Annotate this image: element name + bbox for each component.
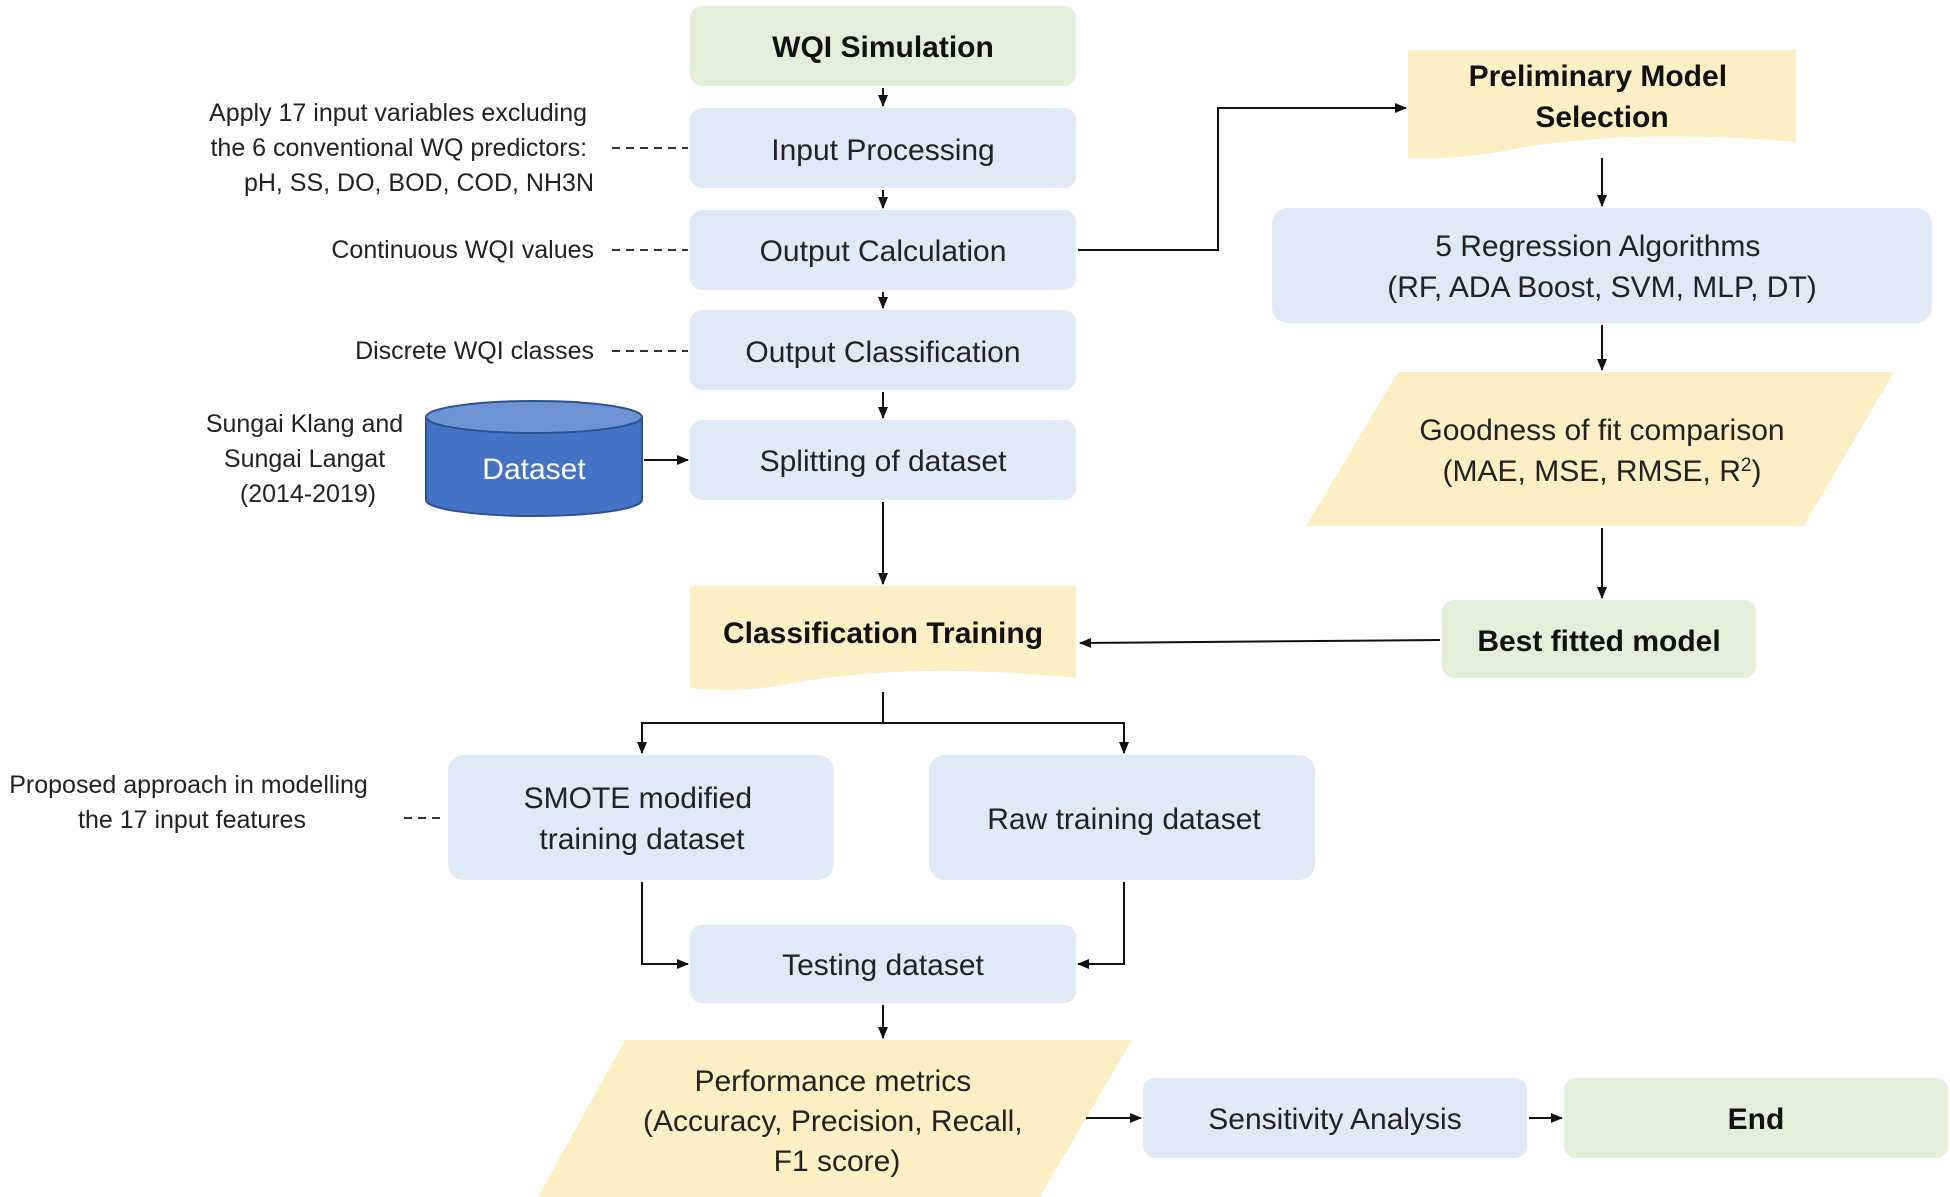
classification-training-label: Classification Training [723, 617, 1043, 650]
classification-training-box [690, 586, 1076, 690]
dataset-label: Dataset [482, 453, 586, 486]
dataset-cylinder [425, 400, 643, 517]
wqi-simulation-label: WQI Simulation [772, 31, 994, 64]
discrete-annotation: Discrete WQI classes [355, 337, 594, 365]
edge-training-smote [637, 722, 883, 754]
smote-box [448, 755, 834, 880]
edge-output-preliminary [1078, 103, 1407, 251]
input-processing-label: Input Processing [771, 134, 994, 167]
performance-metrics-label: Performance metrics (Accuracy, Precision… [643, 1065, 1031, 1178]
edge-smote-testing [641, 882, 689, 969]
smote-label: SMOTE modified training dataset [524, 782, 761, 856]
preliminary-model-label: Preliminary Model Selection [1469, 60, 1736, 134]
sensitivity-analysis-box [1143, 1078, 1527, 1158]
end-box [1564, 1078, 1948, 1158]
goodness-of-fit-box [1306, 372, 1894, 526]
end-label: End [1728, 1103, 1785, 1136]
splitting-dataset-box [690, 420, 1076, 500]
testing-dataset-label: Testing dataset [782, 949, 984, 982]
goodness-of-fit-label: Goodness of fit comparison [1419, 414, 1784, 447]
best-fitted-model-box [1442, 600, 1756, 678]
edge-training-raw [883, 722, 1129, 754]
output-classification-box [690, 310, 1076, 390]
edge-raw-testing [1077, 882, 1125, 969]
raw-training-box [929, 755, 1315, 880]
raw-training-label: Raw training dataset [987, 803, 1261, 836]
sensitivity-analysis-label: Sensitivity Analysis [1208, 1103, 1461, 1136]
output-calculation-box [690, 210, 1076, 290]
performance-metrics-box [538, 1040, 1132, 1197]
proposed-annotation: Proposed approach in modelling the 17 in… [9, 771, 375, 834]
input-vars-annotation: Apply 17 input variables excluding the 6… [209, 99, 594, 197]
wqi-simulation-box [690, 6, 1076, 86]
testing-dataset-box [690, 925, 1076, 1003]
continuous-annotation: Continuous WQI values [331, 236, 594, 264]
source-annotation: Sungai Klang and Sungai Langat (2014-201… [206, 410, 410, 508]
regression-algorithms-box [1272, 208, 1932, 323]
splitting-dataset-label: Splitting of dataset [760, 445, 1007, 478]
regression-algorithms-label: 5 Regression Algorithms (RF, ADA Boost, … [1387, 230, 1817, 304]
input-processing-box [690, 108, 1076, 188]
preliminary-model-box [1408, 50, 1796, 159]
output-calculation-label: Output Calculation [760, 235, 1007, 268]
best-fitted-model-label: Best fitted model [1477, 625, 1720, 658]
output-classification-label: Output Classification [745, 336, 1020, 369]
goodness-of-fit-metrics: (MAE, MSE, RMSE, R2) [1443, 455, 1762, 488]
edge-best-training [1079, 637, 1441, 648]
